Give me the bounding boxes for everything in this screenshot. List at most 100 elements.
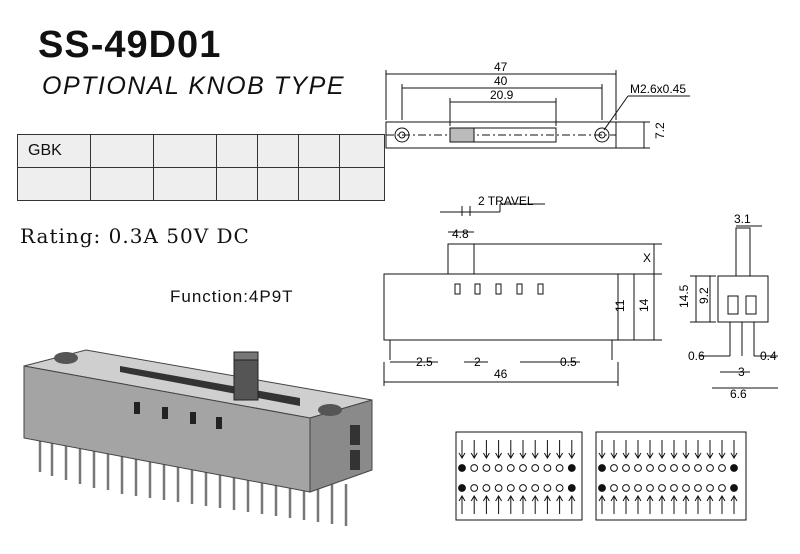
pin-dot <box>482 464 491 472</box>
pin-dot <box>494 464 503 472</box>
pin-dot <box>670 484 678 492</box>
screw-spec-label: M2.6x0.45 <box>630 82 686 96</box>
pin-dot <box>519 464 527 472</box>
pin-dot <box>658 484 666 492</box>
pin-dot <box>458 464 466 472</box>
pin-dot <box>506 484 515 492</box>
pin-dot <box>598 484 606 492</box>
pin-dot <box>634 484 642 492</box>
dim-20-9-label: 20.9 <box>490 88 514 102</box>
pin-arrow <box>622 440 630 459</box>
dim-7-2-label: 7.2 <box>653 122 667 139</box>
pin-arrow <box>531 495 539 514</box>
dim-4-8-label: 4.8 <box>452 227 469 241</box>
function-text: Function:4P9T <box>170 287 294 306</box>
dim-40-label: 40 <box>494 74 508 88</box>
dim-2-label: 2 <box>474 355 481 369</box>
pin-arrow <box>646 495 654 514</box>
dim-46-label: 46 <box>494 367 508 381</box>
table-cell <box>90 134 154 168</box>
pin-arrow <box>556 440 564 459</box>
pin-arrow <box>634 440 642 459</box>
dim-9-2-label: 9.2 <box>697 287 711 304</box>
pin-dot <box>555 484 564 492</box>
pin-arrow <box>458 495 466 514</box>
pin-dot <box>598 464 606 472</box>
pin-dot <box>555 464 564 472</box>
pin-dot <box>610 464 618 472</box>
dim-47-label: 47 <box>494 60 508 74</box>
pin-arrow <box>458 440 466 459</box>
dim-6-6-label: 6.6 <box>730 387 747 401</box>
pin-dot <box>543 484 552 492</box>
pin-dot <box>682 484 690 492</box>
pin-dot <box>718 484 726 492</box>
dim-3-1-label: 3.1 <box>734 212 751 226</box>
pin-dot <box>682 464 690 472</box>
product-subtitle: OPTIONAL KNOB TYPE <box>42 72 346 100</box>
pin-arrow <box>495 495 503 514</box>
pin-dot <box>622 484 630 492</box>
pin-dot <box>494 484 503 492</box>
pin-dot <box>531 464 540 472</box>
pin-arrow <box>556 495 564 514</box>
pin-arrow <box>694 440 702 459</box>
dim-3-label: 3 <box>738 365 745 379</box>
travel-label: 2 TRAVEL <box>478 194 534 208</box>
pin-arrow <box>598 495 606 514</box>
table-cell <box>17 167 91 201</box>
product-title: SS-49D01 <box>38 24 222 66</box>
table-row <box>17 167 385 201</box>
dim-11-label: 11 <box>613 299 627 312</box>
pin-arrow <box>543 495 551 514</box>
front-view-drawing <box>383 203 662 386</box>
pin-dot <box>622 464 630 472</box>
pin-arrow <box>682 495 690 514</box>
pin-dot <box>730 484 738 492</box>
pin-arrow <box>658 440 666 459</box>
pin-arrow <box>470 440 478 459</box>
pin-arrow <box>519 495 527 514</box>
table-cell-label: GBK <box>17 134 91 168</box>
pin-dots <box>458 440 738 514</box>
pin-arrow <box>634 495 642 514</box>
pin-arrow <box>658 495 666 514</box>
pin-dot <box>458 484 466 492</box>
table-cell <box>339 167 385 201</box>
pin-dot <box>567 464 576 472</box>
pin-dot <box>531 484 540 492</box>
dim-14-label: 14 <box>637 298 651 312</box>
pin-arrow <box>706 440 714 459</box>
pin-dot <box>634 464 642 472</box>
pin-dot <box>519 484 527 492</box>
pin-dot <box>730 464 738 472</box>
table-cell <box>339 134 385 168</box>
table-cell <box>216 167 258 201</box>
switch-body <box>23 349 373 526</box>
table-row: GBK <box>17 134 385 168</box>
pin-dot <box>567 484 576 492</box>
pin-arrow <box>646 440 654 459</box>
pin-dot <box>610 484 618 492</box>
pin-arrow <box>568 495 576 514</box>
pin-arrow <box>718 495 726 514</box>
side-view-drawing <box>690 225 778 389</box>
dim-x-label: X <box>643 251 651 265</box>
pin-dot <box>670 464 678 472</box>
pin-arrow <box>482 440 490 459</box>
dim-0-5-label: 0.5 <box>560 355 577 369</box>
table-cell <box>153 167 217 201</box>
table-cell <box>298 134 340 168</box>
pin-dot <box>646 464 654 472</box>
pin-dot <box>470 484 479 492</box>
dim-0-6-label: 0.6 <box>688 349 705 363</box>
pin-arrow <box>730 440 738 459</box>
pin-dot <box>706 484 714 492</box>
dim-14-5-label: 14.5 <box>677 284 691 308</box>
pin-arrow <box>507 440 515 459</box>
dim-2-5-label: 2.5 <box>416 355 433 369</box>
pin-dot <box>543 464 552 472</box>
pin-arrow <box>495 440 503 459</box>
